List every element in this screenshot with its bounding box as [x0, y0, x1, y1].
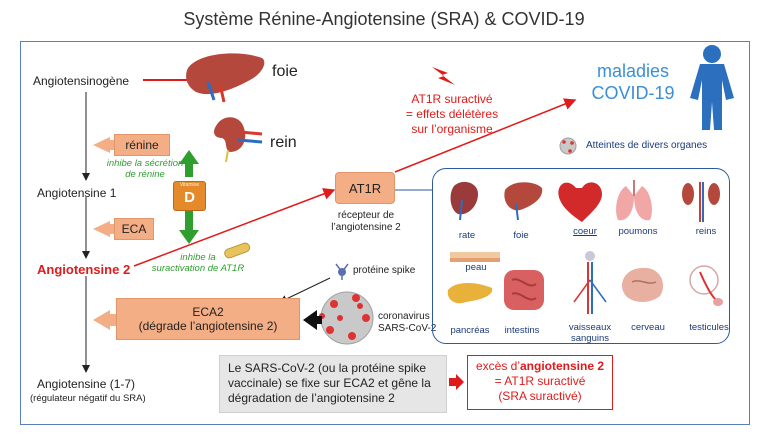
renine-arrow: [93, 137, 110, 153]
angiotensine17-label: Angiotensine (1-7): [37, 377, 136, 391]
maladies-line2: COVID-19: [591, 83, 675, 103]
diagram-frame: [20, 41, 750, 425]
spleen-icon: [450, 181, 478, 221]
arrow-ang2-to-at1r: [133, 188, 336, 267]
eca-arrow: [93, 221, 110, 237]
organ-label-rate: rate: [458, 230, 476, 241]
foie-label: foie: [272, 63, 298, 80]
spike-protein-icon: [335, 263, 349, 280]
excess-line1: excès d’angiotensine 2: [468, 359, 612, 374]
renine-box: rénine: [114, 134, 170, 156]
excess-bold: angiotensine 2: [520, 359, 605, 373]
vitamin-d-arrows: [179, 150, 199, 244]
page-title: Système Rénine-Angiotensine (SRA) & COVI…: [183, 9, 585, 29]
inhibe-secretion-line2: de rénine: [125, 169, 165, 180]
capsule-icon: [224, 242, 251, 259]
testicles-icon: [689, 265, 723, 306]
callout-line3: dégradation de l’angiotensine 2: [228, 391, 395, 405]
excess-prefix: excès d’: [475, 359, 520, 373]
effects-line2: = effets délétères: [405, 107, 499, 121]
angiotensinogene-label: Angiotensinogène: [33, 74, 130, 88]
organ-label-testicules: testicules: [689, 322, 729, 333]
proteine-spike-label: protéine spike: [353, 265, 416, 276]
organ-label-foie: foie: [513, 230, 529, 241]
angiotensine1-label: Angiotensine 1: [37, 186, 117, 200]
blood-vessels-icon: [573, 251, 607, 314]
organs-header: Atteintes de divers organes: [586, 140, 708, 151]
vitamine-d-label: D: [184, 189, 195, 206]
maladies-label: maladies COVID-19: [580, 60, 686, 104]
recepteur-line1: récepteur de: [337, 210, 395, 221]
coronavirus-line1: coronavirus: [378, 311, 430, 322]
effects-line3: sur l’organisme: [411, 122, 493, 136]
angiotensine2-label: Angiotensine 2: [37, 262, 131, 277]
liver-small-icon: [504, 182, 543, 221]
recepteur-label: récepteur de l’angiotensine 2: [318, 210, 414, 234]
skin-icon: [450, 252, 500, 262]
maladies-line1: maladies: [596, 61, 670, 81]
organ-label-intestins: intestins: [504, 325, 540, 336]
lungs-icon: [616, 180, 652, 221]
organ-label-pancreas: pancréas: [450, 325, 490, 336]
vaisseaux-line1: vaisseaux: [568, 322, 612, 333]
organ-label-coeur: coeur: [573, 226, 597, 237]
coronavirus-icon: [319, 291, 374, 345]
inhibe-suract-line1: inhibe la: [180, 252, 216, 263]
organ-label-vaisseaux: vaisseaux sanguins: [564, 322, 616, 344]
human-figure-icon: [690, 45, 734, 130]
brain-icon: [621, 267, 664, 302]
effects-label: AT1R suractivé = effets délétères sur l’…: [392, 92, 512, 137]
vitamin-d-box: Vitamine D: [173, 181, 206, 211]
inhibe-secretion-line1: inhibe la sécrétion: [106, 158, 184, 169]
eca2-line1: ECA2: [192, 305, 224, 319]
excess-line3: (SRA suractivé): [498, 389, 582, 403]
callout-line1: Le SARS-CoV-2 (ou la protéine spike: [228, 361, 427, 375]
eca2-line2: (dégrade l’angiotensine 2): [138, 319, 278, 333]
inhibe-suract-line2: suractivation de AT1R: [151, 263, 245, 274]
recepteur-line2: l’angiotensine 2: [331, 222, 401, 233]
excess-result-box: excès d’angiotensine 2 = AT1R suractivé …: [467, 355, 613, 410]
at1r-box: AT1R: [335, 172, 395, 204]
intestines-icon: [504, 270, 544, 310]
inhibe-suractivation-label: inhibe la suractivation de AT1R: [143, 252, 253, 274]
coronavirus-line2: SARS-CoV-2: [378, 323, 437, 334]
eca2-box: ECA2 (dégrade l’angiotensine 2): [116, 298, 300, 340]
eca2-arrow: [93, 310, 110, 330]
rein-label: rein: [270, 134, 297, 151]
effects-line1: AT1R suractivé: [411, 92, 493, 106]
lightning-icon: [432, 67, 455, 85]
callout-line2: vaccinale) se fixe sur ECA2 et gêne la: [228, 376, 431, 390]
sars-cov2-callout: Le SARS-CoV-2 (ou la protéine spike vacc…: [219, 355, 447, 413]
small-virus-icon: [559, 137, 577, 155]
organ-label-reins: reins: [695, 226, 717, 237]
arrow-at1r-to-maladies: [394, 98, 577, 173]
result-arrow: [449, 374, 464, 390]
eca-box: ECA: [114, 218, 154, 240]
regulateur-label: (régulateur négatif du SRA): [30, 393, 146, 404]
pancreas-icon: [447, 283, 493, 304]
vitamine-small-label: Vitamine: [179, 182, 200, 188]
vaisseaux-line2: sanguins: [570, 333, 610, 344]
heart-icon: [558, 182, 602, 222]
organ-label-peau: peau: [465, 262, 487, 273]
organ-label-poumons: poumons: [618, 226, 658, 237]
excess-line2: = AT1R suractivé: [494, 374, 586, 388]
kidney-icon: [214, 117, 263, 163]
inhibe-secretion-label: inhibe la sécrétion de rénine: [94, 158, 196, 180]
kidneys-icon: [682, 182, 720, 222]
virus-to-eca2-arrow: [303, 310, 322, 330]
organ-label-cerveau: cerveau: [631, 322, 665, 333]
liver-icon: [186, 53, 265, 103]
coronavirus-label: coronavirus SARS-CoV-2: [378, 311, 436, 335]
organs-panel: [432, 168, 730, 344]
